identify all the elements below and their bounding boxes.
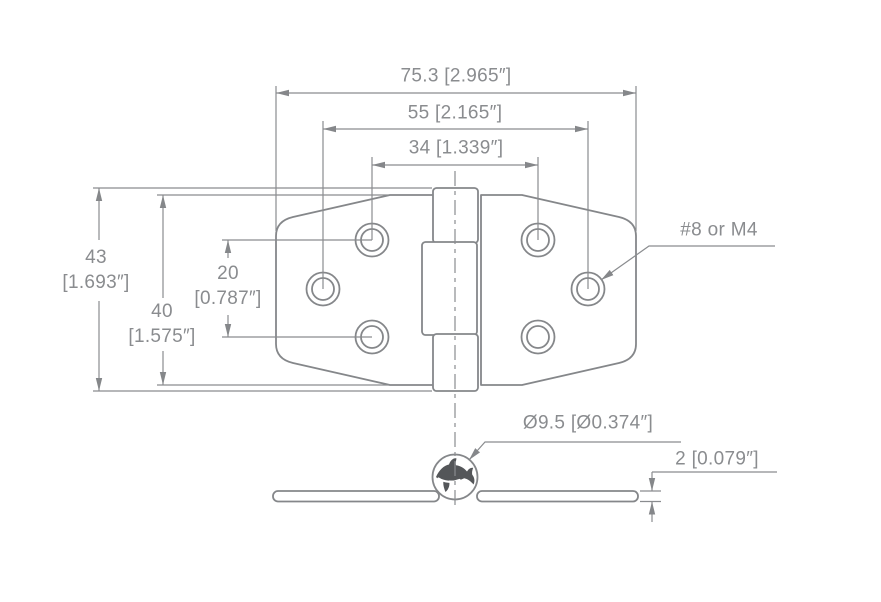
dim-overall-width: 75.3 [2.965″] xyxy=(400,65,512,87)
hinge-knuckle xyxy=(421,187,479,392)
leader-lines xyxy=(468,245,775,461)
dimension-lines xyxy=(95,89,777,522)
hinge-right-leaf xyxy=(480,194,637,386)
dim-barrel-diameter: Ø9.5 [Ø0.374″] xyxy=(522,412,654,434)
dim-hole-spacing-outer: 55 [2.165″] xyxy=(407,102,503,124)
dimension-linework xyxy=(93,86,777,522)
side-view-right-leaf xyxy=(476,490,639,503)
dim-overall-height: 43 [1.693″] xyxy=(62,245,129,295)
dim-hole-spacing-inner: 34 [1.339″] xyxy=(408,137,504,159)
barrel-diameter-leader xyxy=(468,441,681,461)
extension-lines xyxy=(93,86,661,503)
mounting-hole xyxy=(520,319,556,355)
dim-hole-row-spacing-in: [0.787″] xyxy=(194,288,262,309)
screw-callout-leader xyxy=(600,245,775,281)
dim-overall-height-in: [1.693″] xyxy=(62,272,130,293)
screw-callout: #8 or M4 xyxy=(680,219,758,241)
dim-hole-row-spacing: 20 [0.787″] xyxy=(194,261,261,311)
dim-overall-height-mm: 43 xyxy=(85,247,107,268)
dim-leaf-height-mm: 40 xyxy=(151,301,173,322)
dim-hole-row-spacing-mm: 20 xyxy=(217,263,239,284)
side-view-left-leaf xyxy=(272,490,440,503)
top-view-drawing xyxy=(275,187,637,392)
hinge-left-leaf xyxy=(275,194,434,386)
dim-leaf-thickness: 2 [0.079″] xyxy=(675,448,759,470)
dim-leaf-height: 40 [1.575″] xyxy=(128,299,195,349)
dim-leaf-height-in: [1.575″] xyxy=(128,326,196,347)
